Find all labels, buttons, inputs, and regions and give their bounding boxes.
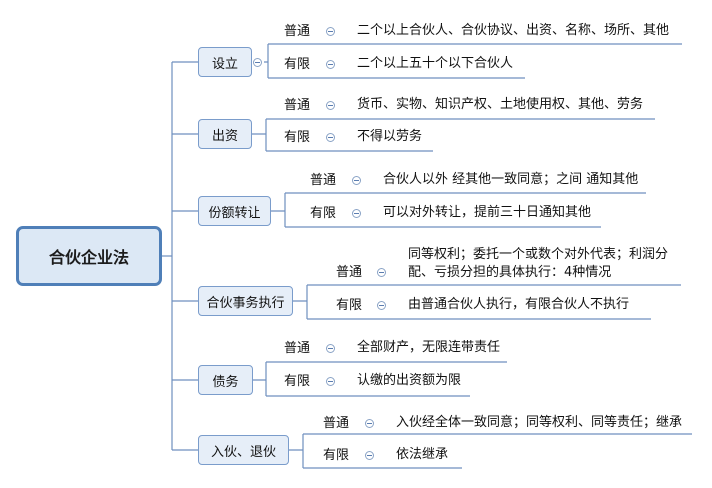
collapse-toggle-icon[interactable] <box>326 27 335 36</box>
collapse-toggle-icon[interactable] <box>326 60 335 69</box>
collapse-toggle-icon[interactable] <box>253 58 262 67</box>
node-text[interactable]: 入伙经全体一致同意；同等权利、同等责任；继承 <box>396 415 683 430</box>
kind-label: 普通 <box>284 98 311 113</box>
topic-share-transfer[interactable]: 份额转让 <box>198 196 271 226</box>
collapse-toggle-icon[interactable] <box>365 419 374 428</box>
node-text[interactable]: 全部财产，无限连带责任 <box>357 340 501 355</box>
kind-label: 普通 <box>284 341 311 356</box>
topic-label: 入伙、退伙 <box>210 444 276 460</box>
kind-label: 普通 <box>323 416 350 431</box>
node-text[interactable]: 二个以上合伙人、合伙协议、出资、名称、场所、其他 <box>357 23 670 38</box>
collapse-toggle-icon[interactable] <box>352 176 361 185</box>
node-text[interactable]: 合伙人以外 经其他一致同意；之间 通知其他 <box>383 172 639 187</box>
kind-label: 有限 <box>284 130 311 145</box>
topic-label: 债务 <box>212 374 239 390</box>
topic-establishment[interactable]: 设立 <box>198 47 252 77</box>
node-text[interactable]: 认缴的出资额为限 <box>357 373 462 388</box>
topic-label: 份额转让 <box>208 205 261 221</box>
kind-label: 有限 <box>310 206 337 221</box>
node-text[interactable]: 依法继承 <box>396 447 449 462</box>
kind-label: 普通 <box>336 265 363 280</box>
collapse-toggle-icon[interactable] <box>352 209 361 218</box>
kind-label: 有限 <box>284 374 311 389</box>
topic-admission-withdrawal[interactable]: 入伙、退伙 <box>198 435 289 465</box>
topic-capital-contribution[interactable]: 出资 <box>198 119 252 149</box>
node-text[interactable]: 不得以劳务 <box>357 129 423 144</box>
kind-label: 有限 <box>336 298 363 313</box>
topic-label: 出资 <box>211 128 238 144</box>
collapse-toggle-icon[interactable] <box>326 133 335 142</box>
node-text[interactable]: 可以对外转让，提前三十日通知其他 <box>383 205 592 220</box>
node-text[interactable]: 二个以上五十个以下合伙人 <box>357 56 514 71</box>
topic-label: 合伙事务执行 <box>206 295 285 311</box>
topic-debts[interactable]: 债务 <box>198 365 253 395</box>
collapse-toggle-icon[interactable] <box>326 101 335 110</box>
collapse-toggle-icon[interactable] <box>377 301 386 310</box>
kind-label: 普通 <box>284 24 311 39</box>
collapse-toggle-icon[interactable] <box>326 344 335 353</box>
root-topic[interactable]: 合伙企业法 <box>16 226 162 286</box>
root-label: 合伙企业法 <box>48 248 129 267</box>
kind-label: 有限 <box>284 57 311 72</box>
node-text[interactable]: 同等权利；委托一个或数个对外代表；利润分配、亏损分担的具体执行：4种情况 <box>408 247 669 280</box>
collapse-toggle-icon[interactable] <box>326 377 335 386</box>
collapse-toggle-icon[interactable] <box>377 268 386 277</box>
collapse-toggle-icon[interactable] <box>365 451 374 460</box>
node-text[interactable]: 货币、实物、知识产权、土地使用权、其他、劳务 <box>357 97 644 112</box>
node-text[interactable]: 由普通合伙人执行，有限合伙人不执行 <box>408 297 630 312</box>
kind-label: 有限 <box>323 448 350 463</box>
topic-partnership-affairs[interactable]: 合伙事务执行 <box>198 286 293 316</box>
topic-label: 设立 <box>211 56 238 72</box>
kind-label: 普通 <box>310 173 337 188</box>
